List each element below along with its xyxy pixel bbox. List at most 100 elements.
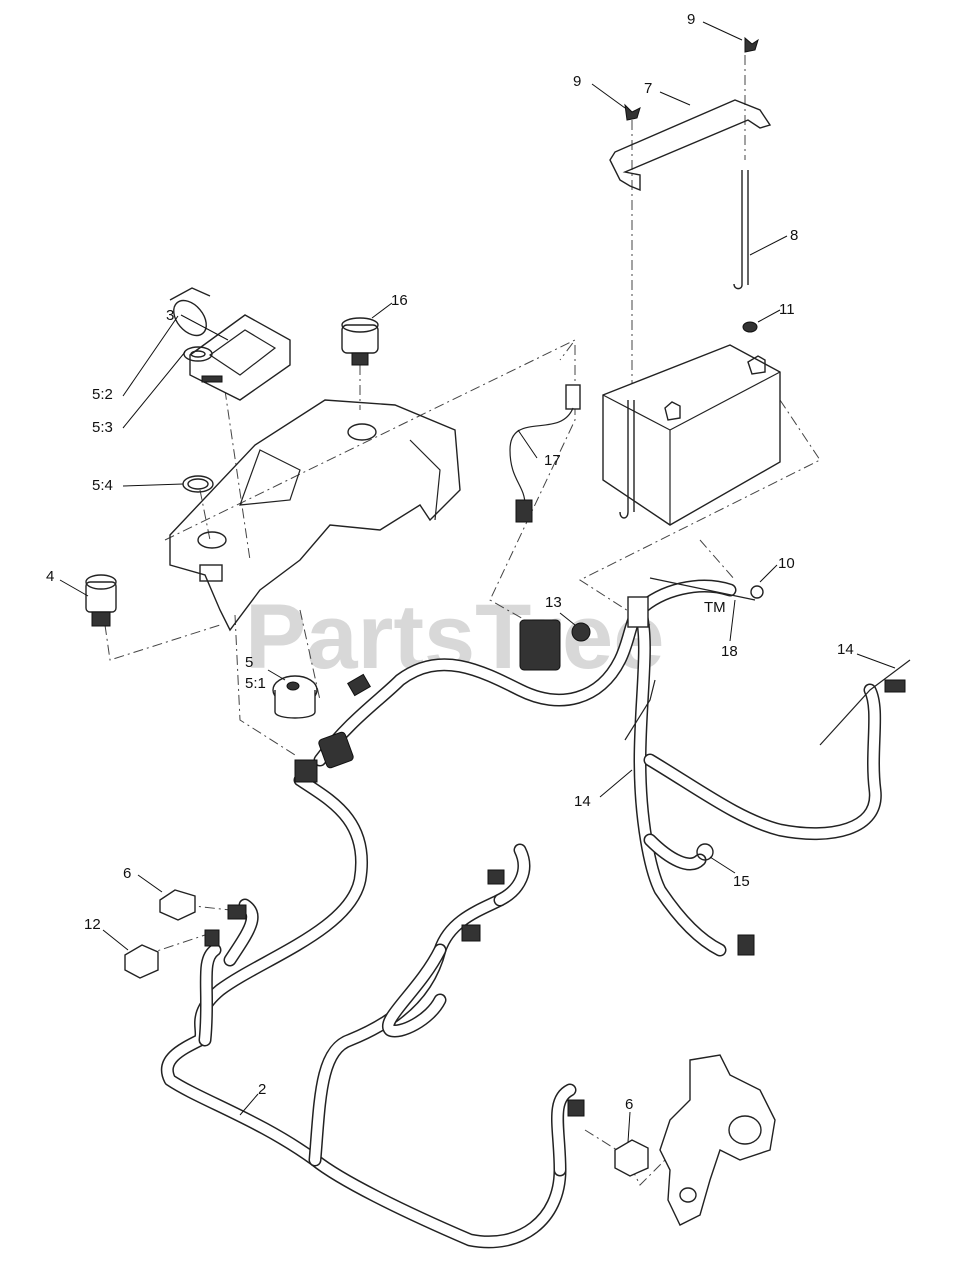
connector [737, 934, 755, 956]
nut-inner [190, 350, 206, 358]
callout-18: 18 [721, 643, 738, 660]
battery-hold-down-bracket [609, 99, 772, 192]
assembly-line [234, 614, 296, 756]
connector [204, 929, 220, 947]
callout-7: 7 [644, 80, 652, 97]
power-outlet-plug [351, 352, 369, 366]
ring-terminal [696, 843, 714, 861]
harness-connectors [204, 585, 906, 1117]
callout-10: 10 [778, 555, 795, 572]
cable-tie [624, 679, 656, 741]
plate-hole [347, 423, 377, 441]
hour-meter [189, 314, 291, 401]
switch-plug [91, 611, 111, 627]
callout-14: 14 [837, 641, 854, 658]
assembly-line [299, 609, 321, 701]
callout-6: 6 [123, 865, 131, 882]
plate-flange [409, 439, 441, 521]
relay-12 [124, 944, 159, 979]
battery-terminal [664, 401, 681, 421]
callout-11: 11 [779, 301, 795, 318]
cable-tie [649, 577, 756, 601]
assembly-line [489, 345, 576, 621]
plate-slot [239, 449, 301, 506]
grommet [571, 622, 591, 642]
j-bolts [619, 170, 749, 519]
callout-12: 12 [84, 916, 101, 933]
plate-outline [169, 399, 461, 632]
connector [461, 924, 481, 942]
terminal-bolt [750, 585, 764, 599]
callout-17: 17 [544, 452, 561, 469]
callout-5-2: 5:2 [92, 386, 113, 403]
ignition-body [274, 690, 316, 719]
assembly-line [104, 624, 221, 661]
wing-nut [624, 103, 641, 121]
frame-bracket [659, 1054, 776, 1226]
relays [124, 889, 649, 1177]
callout-9: 9 [687, 11, 695, 28]
callout-5-4: 5:4 [92, 477, 113, 494]
connector [318, 731, 354, 769]
callout-3: 3 [166, 307, 174, 324]
assembly-line [221, 369, 251, 561]
wire-harness [160, 579, 882, 1249]
relay-6-lower [614, 1139, 649, 1177]
connector [884, 679, 906, 693]
relay-6-upper [159, 889, 196, 921]
connector [227, 904, 247, 920]
hex-nut [742, 321, 758, 333]
jumper-connector-top [565, 384, 581, 410]
ignition-keyhole [286, 681, 300, 691]
assembly-line [699, 539, 736, 581]
boot [627, 596, 649, 628]
connector [294, 759, 318, 783]
jumper-wire [509, 384, 581, 523]
jumper-connector-bottom [515, 499, 533, 523]
relay-block [519, 619, 561, 671]
leader-lines [59, 21, 896, 1143]
callout-15: 15 [733, 873, 750, 890]
battery-body [602, 344, 781, 526]
bracket-outline [609, 99, 772, 192]
j-bolt [619, 400, 629, 519]
callout-5-1: 5:1 [245, 675, 266, 692]
frame-bracket-hole [728, 1115, 762, 1145]
harness-right-branch [643, 683, 882, 841]
callout-4: 4 [46, 568, 54, 585]
battery [602, 344, 781, 526]
callout-13: 13 [545, 594, 562, 611]
power-outlet-body [341, 324, 379, 354]
power-outlet [341, 317, 379, 366]
jumper-wire-line [509, 407, 574, 506]
watermark-tm: TM [704, 599, 726, 616]
mounting-plate [169, 399, 461, 632]
ignition-switch [272, 675, 318, 719]
callout-8: 8 [790, 227, 798, 244]
callout-5-3: 5:3 [92, 419, 113, 436]
callout-14: 14 [574, 793, 591, 810]
callout-5: 5 [245, 654, 253, 671]
frame-bracket-outline [659, 1054, 776, 1226]
wing-nut [744, 36, 759, 53]
connector [487, 869, 505, 885]
callout-9: 9 [573, 73, 581, 90]
cable-ties [624, 577, 911, 746]
key-head [173, 299, 207, 337]
connector [347, 673, 371, 697]
j-bolt [733, 170, 743, 290]
watermark-text: PartsTree [245, 586, 664, 688]
power-outlet-cap [341, 317, 379, 333]
callout-16: 16 [391, 292, 408, 309]
callout-2: 2 [258, 1081, 266, 1098]
battery-terminal [747, 355, 766, 375]
wing-nuts [624, 36, 759, 333]
callout-labels: 9 9 7 8 11 16 3 5:2 5:3 5:4 17 4 10 13 1… [46, 11, 854, 1113]
plate-hole [197, 531, 227, 549]
callout-6: 6 [625, 1096, 633, 1113]
plate-cutout [199, 564, 223, 582]
connector [567, 1099, 585, 1117]
cable-tie [819, 659, 911, 746]
assembly-line [578, 399, 821, 626]
